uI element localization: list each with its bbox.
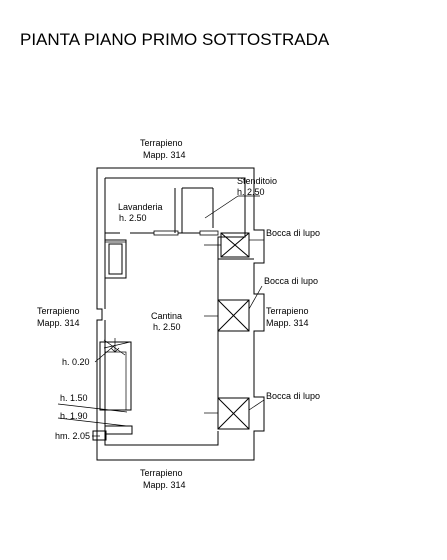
label-mapp-top: Mapp. 314 [143, 150, 186, 160]
label-bocca-2: Bocca di lupo [264, 276, 318, 286]
cross-line [217, 397, 250, 430]
label-bocca-3: Bocca di lupo [266, 391, 320, 401]
leader-h190 [57, 417, 128, 427]
label-h020: h. 0.20 [62, 357, 90, 367]
door-jamb [153, 230, 179, 236]
bocca-di-lupo [217, 299, 250, 332]
fixture-box [104, 239, 127, 279]
inner-wall [104, 177, 254, 446]
leader-h150 [57, 403, 128, 413]
bocca-di-lupo [217, 397, 250, 430]
label-hm205: hm. 2.05 [55, 431, 90, 441]
label-stenditoio-h: h. 2.50 [237, 187, 265, 197]
stair-inner [104, 351, 127, 411]
stair-step [92, 430, 107, 441]
label-bocca-1: Bocca di lupo [266, 228, 320, 238]
label-terrapieno-left: Terrapieno [37, 306, 80, 316]
leader-h020 [94, 344, 116, 363]
cross-line [220, 232, 250, 258]
label-stenditoio: Stenditoio [237, 176, 277, 186]
label-terrapieno-right: Terrapieno [266, 306, 309, 316]
cross-line [217, 299, 250, 332]
label-cantina-h: h. 2.50 [153, 322, 181, 332]
fixture-box [108, 243, 123, 275]
label-mapp-right: Mapp. 314 [266, 318, 309, 328]
label-mapp-left: Mapp. 314 [37, 318, 80, 328]
leader-bocca-3 [248, 399, 265, 411]
label-cantina: Cantina [151, 311, 182, 321]
stair-step [104, 425, 133, 435]
leader-bocca-2 [248, 285, 263, 310]
label-terrapieno-bottom: Terrapieno [140, 468, 183, 478]
outer-wall [96, 167, 265, 461]
label-terrapieno-top: Terrapieno [140, 138, 183, 148]
label-h150: h. 1.50 [60, 393, 88, 403]
label-h190: h. 1.90 [60, 411, 88, 421]
door-jamb [199, 230, 219, 236]
label-lavanderia: Lavanderia [118, 202, 163, 212]
leader-stenditoio [204, 195, 239, 219]
label-lavanderia-h: h. 2.50 [119, 213, 147, 223]
plan-title: PIANTA PIANO PRIMO SOTTOSTRADA [20, 30, 330, 49]
label-mapp-bottom: Mapp. 314 [143, 480, 186, 490]
